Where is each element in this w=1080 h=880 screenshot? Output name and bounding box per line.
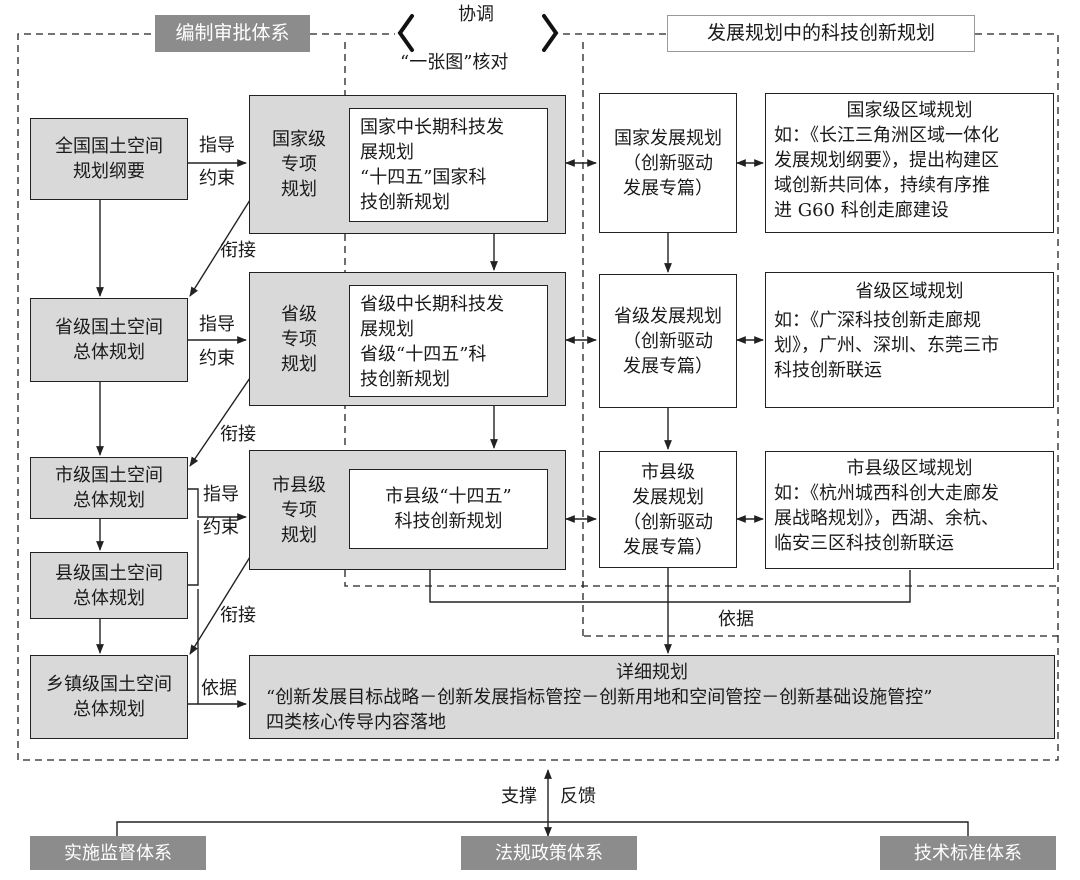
county-spatial-plan: 县级国土空间 总体规划 [30, 552, 188, 619]
city-development-plan: 市县级 发展规划 （创新驱动 发展专篇） [599, 451, 737, 568]
city-spatial-plan: 市级国土空间 总体规划 [30, 457, 188, 519]
provincial-development-plan: 省级发展规划 （创新驱动 发展专篇） [599, 274, 737, 408]
provincial-tech-plan: 省级中长期科技发 展规划 省级“十四五”科 技创新规划 [349, 285, 548, 397]
link-label-3: 衔接 [220, 605, 256, 626]
guide-label-2: 指导 [199, 314, 235, 335]
frame-dashed [17, 33, 1059, 760]
coordination-label: 协调 [458, 4, 494, 25]
approval-system-header: 编制审批体系 [155, 15, 310, 52]
national-regional-plan: 国家级区域规划 如：《长江三角洲区域一体化 发展规划纲要》，提出构建区 域创新共… [765, 93, 1054, 233]
link-label-1: 衔接 [220, 240, 256, 261]
basis-label-2: 依据 [718, 609, 754, 630]
national-tech-plan: 国家中长期科技发 展规划 “十四五”国家科 技创新规划 [349, 108, 548, 222]
national-development-plan: 国家发展规划 （创新驱动 发展专篇） [599, 93, 737, 233]
city-regional-plan: 市县级区域规划 如：《杭州城西科创大走廊发 展战略规划》，西湖、余杭、 临安三区… [765, 451, 1054, 569]
constrain-label-1: 约束 [199, 168, 235, 189]
provincial-spatial-plan: 省级国土空间 总体规划 [30, 298, 188, 382]
city-tech-plan: 市县级“十四五” 科技创新规划 [349, 469, 548, 549]
guide-label-1: 指导 [199, 135, 235, 156]
monitoring-system: 实施监督体系 [30, 836, 206, 870]
legal-policy-system: 法规政策体系 [461, 836, 637, 870]
link-label-2: 衔接 [220, 424, 256, 445]
tech-innovation-planning-header: 发展规划中的科技创新规划 [667, 15, 975, 52]
support-label: 支撑 [501, 786, 537, 807]
bracket-right [542, 14, 559, 52]
basis-label-1: 依据 [201, 678, 237, 699]
constrain-label-2: 约束 [199, 348, 235, 369]
bracket-left [397, 14, 414, 52]
national-spatial-outline: 全国国土空间 规划纲要 [30, 118, 188, 200]
feedback-label: 反馈 [560, 786, 596, 807]
provincial-regional-plan: 省级区域规划 如：《广深科技创新走廊规 划》，广州、深圳、东莞三市 科技创新联运 [765, 272, 1054, 408]
one-map-check-label: “一张图”核对 [400, 52, 509, 73]
constrain-label-3: 约束 [203, 517, 239, 538]
guide-label-3: 指导 [203, 484, 239, 505]
town-spatial-plan: 乡镇级国土空间 总体规划 [30, 655, 188, 739]
detailed-plan: 详细规划 “创新发展目标战略－创新发展指标管控－创新用地和空间管控－创新基础设施… [249, 655, 1055, 739]
technical-standard-system: 技术标准体系 [880, 836, 1056, 870]
